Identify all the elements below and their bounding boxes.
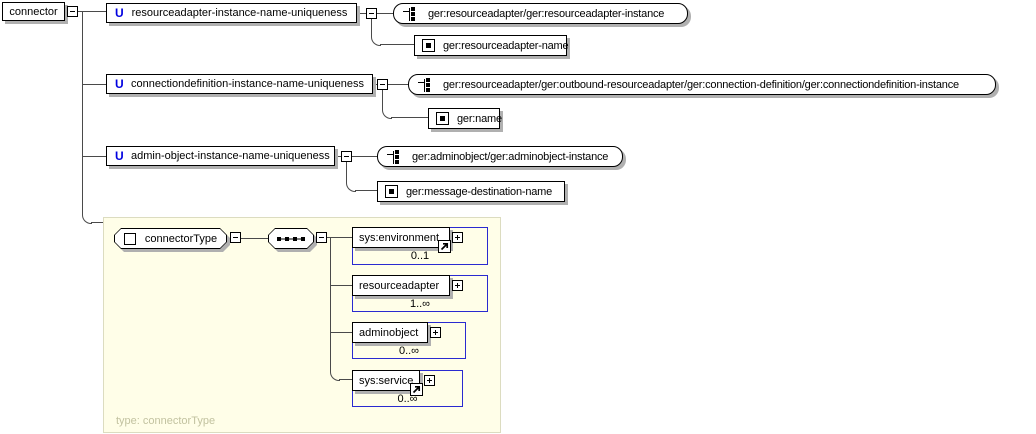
- unique-constraint-box[interactable]: U admin-object-instance-name-uniqueness: [106, 146, 335, 166]
- connector-line: [380, 44, 414, 45]
- selector-box[interactable]: ger:resourceadapter/ger:outbound-resourc…: [408, 74, 996, 95]
- unique-constraint-box[interactable]: U connectiondefinition-instance-name-uni…: [106, 74, 373, 94]
- connector-line: [82, 156, 106, 157]
- connector-line: [382, 90, 383, 110]
- square-outline-icon: [124, 232, 136, 245]
- constraint-name: connectiondefinition-instance-name-uniqu…: [131, 78, 364, 90]
- field-xpath: ger:name: [457, 112, 502, 125]
- cardinality-label: 0..∞: [397, 393, 418, 405]
- complex-type-label: connectorType: [144, 232, 218, 245]
- root-element-label: connector: [9, 5, 58, 18]
- field-box[interactable]: ger:name: [428, 108, 502, 129]
- element-box-resourceadapter[interactable]: resourceadapter: [352, 275, 450, 296]
- connector-line: [82, 11, 83, 214]
- element-label: sys:service: [359, 374, 414, 387]
- field-box[interactable]: ger:message-destination-name: [377, 181, 565, 202]
- element-box-sys-environment[interactable]: sys:environment: [352, 227, 450, 248]
- collapse-icon[interactable]: [230, 232, 241, 243]
- field-square-icon: [422, 39, 435, 52]
- cardinality-label: 0..∞: [398, 345, 420, 357]
- field-box[interactable]: ger:resourceadapter-name: [414, 35, 569, 56]
- connector-line: [330, 332, 352, 333]
- collapse-icon[interactable]: [67, 6, 78, 17]
- collapse-icon[interactable]: [316, 232, 327, 243]
- arrow-up-right-icon: [438, 240, 451, 253]
- expand-icon[interactable]: [452, 232, 463, 243]
- expand-icon[interactable]: [452, 280, 463, 291]
- type-detail-panel: [103, 217, 501, 433]
- xpath-selector-icon: [403, 6, 415, 21]
- connector-line: [371, 19, 372, 37]
- connector-line: [227, 238, 268, 239]
- connector-line: [346, 162, 347, 183]
- unique-badge: U: [115, 149, 124, 163]
- connector-line: [391, 117, 428, 118]
- collapse-icon[interactable]: [366, 8, 377, 19]
- connector-line: [82, 84, 106, 85]
- field-xpath: ger:message-destination-name: [406, 185, 553, 198]
- element-label: sys:environment: [359, 231, 440, 244]
- connector-line: [330, 285, 352, 286]
- expand-icon[interactable]: [430, 327, 441, 338]
- sequence-dots-icon: [277, 236, 305, 241]
- connector-line: [355, 190, 377, 191]
- collapse-icon[interactable]: [341, 151, 352, 162]
- connector-line: [327, 237, 352, 238]
- cardinality-label: 1..∞: [409, 298, 431, 310]
- connector-line: [91, 222, 110, 223]
- field-square-icon: [385, 185, 398, 198]
- connector-line: [335, 156, 377, 157]
- selector-xpath: ger:resourceadapter/ger:outbound-resourc…: [443, 78, 959, 91]
- field-square-icon: [436, 112, 449, 125]
- selector-xpath: ger:adminobject/ger:adminobject-instance: [412, 150, 609, 163]
- type-footer-label: type: connectorType: [116, 415, 216, 427]
- connector-line: [339, 379, 352, 380]
- element-box-adminobject[interactable]: adminobject: [352, 322, 428, 343]
- fill: [115, 229, 226, 248]
- connector-line: [330, 238, 331, 372]
- arrow-up-right-icon: [410, 383, 423, 396]
- sequence-compositor[interactable]: [268, 228, 314, 249]
- unique-badge: U: [115, 6, 124, 20]
- complex-type-box[interactable]: connectorType: [114, 228, 227, 249]
- field-xpath: ger:resourceadapter-name: [443, 39, 569, 52]
- selector-box[interactable]: ger:resourceadapter/ger:resourceadapter-…: [393, 3, 688, 24]
- xpath-selector-icon: [387, 149, 399, 164]
- element-box-sys-service[interactable]: sys:service: [352, 370, 420, 391]
- unique-constraint-box[interactable]: U resourceadapter-instance-name-uniquene…: [106, 3, 357, 23]
- selector-box[interactable]: ger:adminobject/ger:adminobject-instance: [377, 146, 623, 167]
- xpath-selector-icon: [418, 77, 430, 92]
- constraint-name: resourceadapter-instance-name-uniqueness: [131, 7, 348, 19]
- element-label: resourceadapter: [359, 279, 440, 292]
- element-label: adminobject: [359, 326, 419, 339]
- unique-badge: U: [115, 77, 124, 91]
- selector-xpath: ger:resourceadapter/ger:resourceadapter-…: [428, 7, 665, 20]
- cardinality-label: 0..1: [410, 250, 430, 262]
- root-element-box[interactable]: connector: [2, 2, 65, 21]
- connector-line: [65, 11, 106, 12]
- expand-icon[interactable]: [424, 375, 435, 386]
- connector-line: [373, 84, 408, 85]
- constraint-name: admin-object-instance-name-uniqueness: [131, 150, 330, 162]
- collapse-icon[interactable]: [377, 79, 388, 90]
